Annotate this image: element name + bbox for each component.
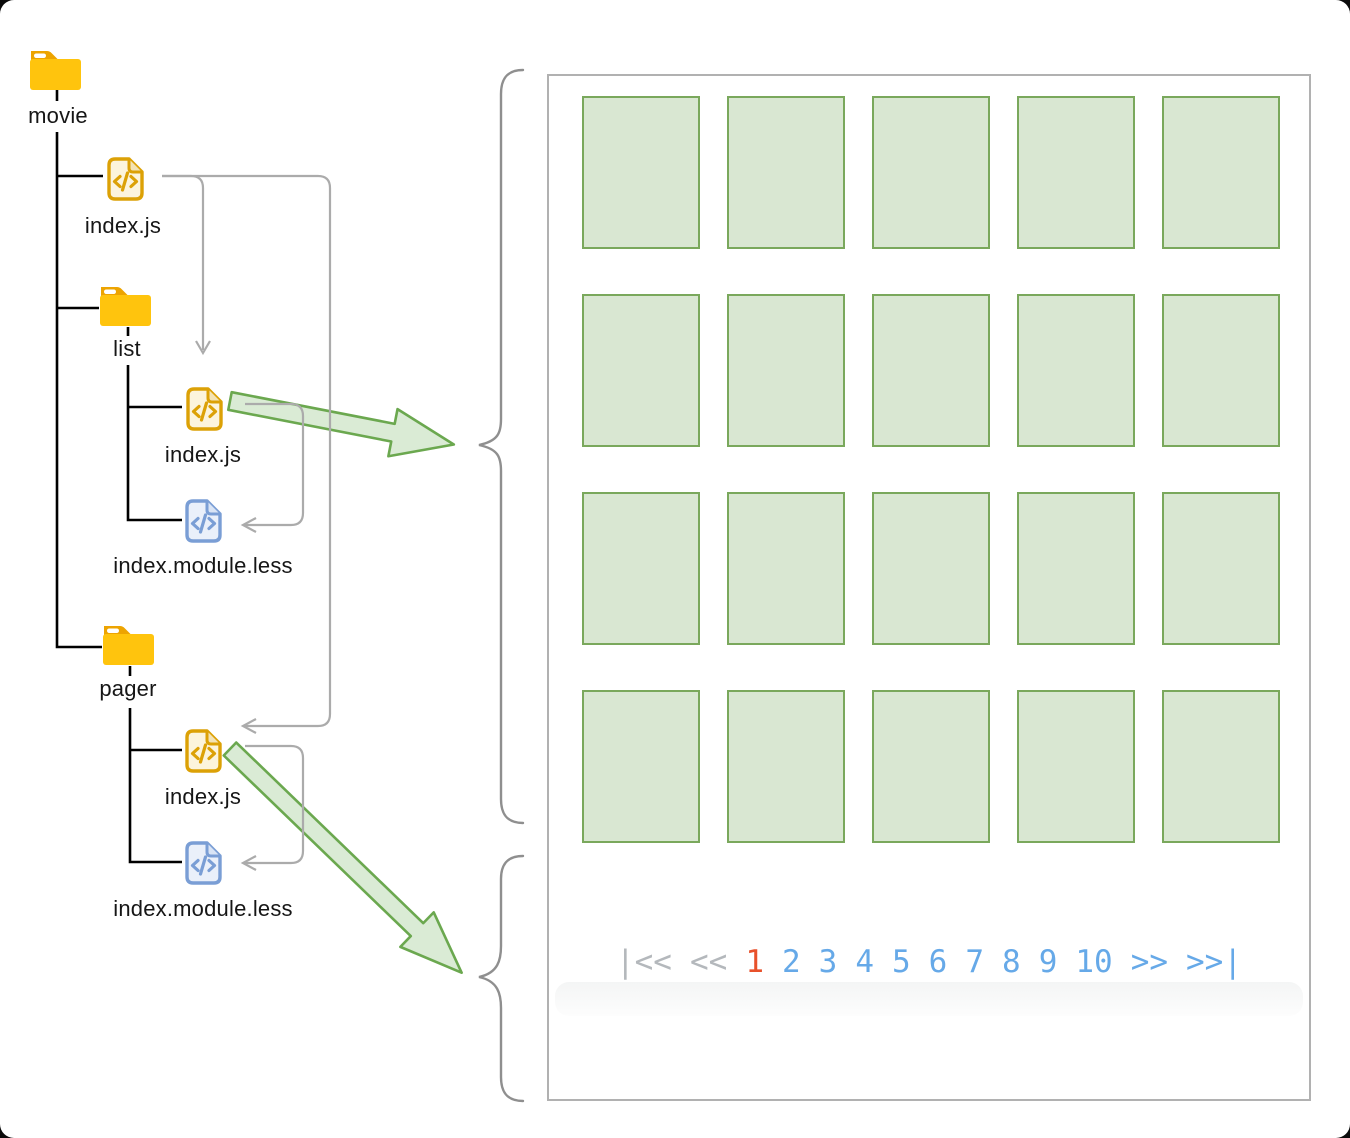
movie-card-placeholder bbox=[1017, 294, 1135, 447]
arrow-list-to-grid bbox=[226, 390, 456, 458]
arrow-pager-to-pagination bbox=[222, 741, 463, 974]
page-5-button[interactable]: 5 bbox=[892, 943, 911, 980]
file-label-pager-index-js: index.js bbox=[164, 784, 242, 809]
connector-movieindex-to-list bbox=[162, 174, 205, 350]
movie-card-placeholder bbox=[727, 690, 845, 843]
movie-card-placeholder bbox=[1017, 96, 1135, 249]
pagination-backdrop bbox=[555, 982, 1303, 1016]
page-3-button[interactable]: 3 bbox=[818, 943, 838, 980]
page-1-button[interactable]: 1 bbox=[745, 943, 764, 980]
movie-card-placeholder bbox=[727, 294, 845, 447]
movie-card-placeholder bbox=[727, 492, 845, 645]
previous-page-button[interactable]: << bbox=[689, 943, 728, 980]
movie-card-placeholder bbox=[1162, 96, 1280, 249]
connector-pagerindex-to-less bbox=[244, 744, 305, 865]
js-file-icon bbox=[186, 387, 223, 431]
connector-listindex-to-less bbox=[244, 402, 305, 527]
file-label-pager-index-module-less: index.module.less bbox=[113, 896, 293, 921]
movie-card-placeholder bbox=[1162, 294, 1280, 447]
movie-card-placeholder bbox=[872, 96, 990, 249]
movie-card-placeholder bbox=[582, 96, 700, 249]
movie-card-placeholder bbox=[872, 492, 990, 645]
movie-card-placeholder bbox=[872, 294, 990, 447]
folder-label-list: list bbox=[113, 336, 141, 361]
page-9-button[interactable]: 9 bbox=[1038, 943, 1058, 980]
movie-card-placeholder bbox=[872, 690, 990, 843]
less-file-icon bbox=[185, 499, 222, 543]
page-4-button[interactable]: 4 bbox=[855, 943, 874, 980]
movie-card-grid bbox=[582, 96, 1280, 843]
movie-card-placeholder bbox=[1017, 492, 1135, 645]
file-label-list-index-module-less: index.module.less bbox=[113, 553, 293, 578]
js-file-icon bbox=[107, 157, 144, 201]
movie-card-placeholder bbox=[582, 492, 700, 645]
less-file-icon bbox=[185, 841, 222, 885]
page-2-button[interactable]: 2 bbox=[781, 943, 801, 980]
folder-icon bbox=[100, 287, 151, 326]
page-10-button[interactable]: 10 bbox=[1075, 943, 1113, 980]
import-connectors bbox=[162, 174, 332, 871]
movie-card-placeholder bbox=[1017, 690, 1135, 843]
file-label-movie-index-js: index.js bbox=[84, 213, 162, 238]
movie-card-placeholder bbox=[582, 294, 700, 447]
movie-card-placeholder bbox=[582, 690, 700, 843]
page-7-button[interactable]: 7 bbox=[965, 943, 985, 980]
folder-icon bbox=[30, 51, 81, 90]
folder-label-movie: movie bbox=[28, 103, 88, 128]
movie-card-placeholder bbox=[1162, 690, 1280, 843]
js-file-icon bbox=[185, 729, 222, 773]
tree-lines bbox=[55, 90, 182, 864]
next-page-button[interactable]: >> bbox=[1130, 943, 1169, 980]
brace-pagination-region bbox=[478, 854, 525, 1103]
folder-label-pager: pager bbox=[99, 676, 157, 701]
movie-card-placeholder bbox=[1162, 492, 1280, 645]
connector-movieindex-to-pagerindex bbox=[162, 174, 332, 728]
file-label-list-index-js: index.js bbox=[164, 442, 242, 467]
page-8-button[interactable]: 8 bbox=[1002, 943, 1021, 980]
page-6-button[interactable]: 6 bbox=[928, 943, 948, 980]
folder-icon bbox=[103, 626, 154, 665]
last-page-button[interactable]: >>| bbox=[1186, 943, 1243, 980]
movie-card-placeholder bbox=[727, 96, 845, 249]
brace-grid-region bbox=[478, 68, 525, 825]
first-page-button[interactable]: |<< bbox=[615, 943, 672, 980]
